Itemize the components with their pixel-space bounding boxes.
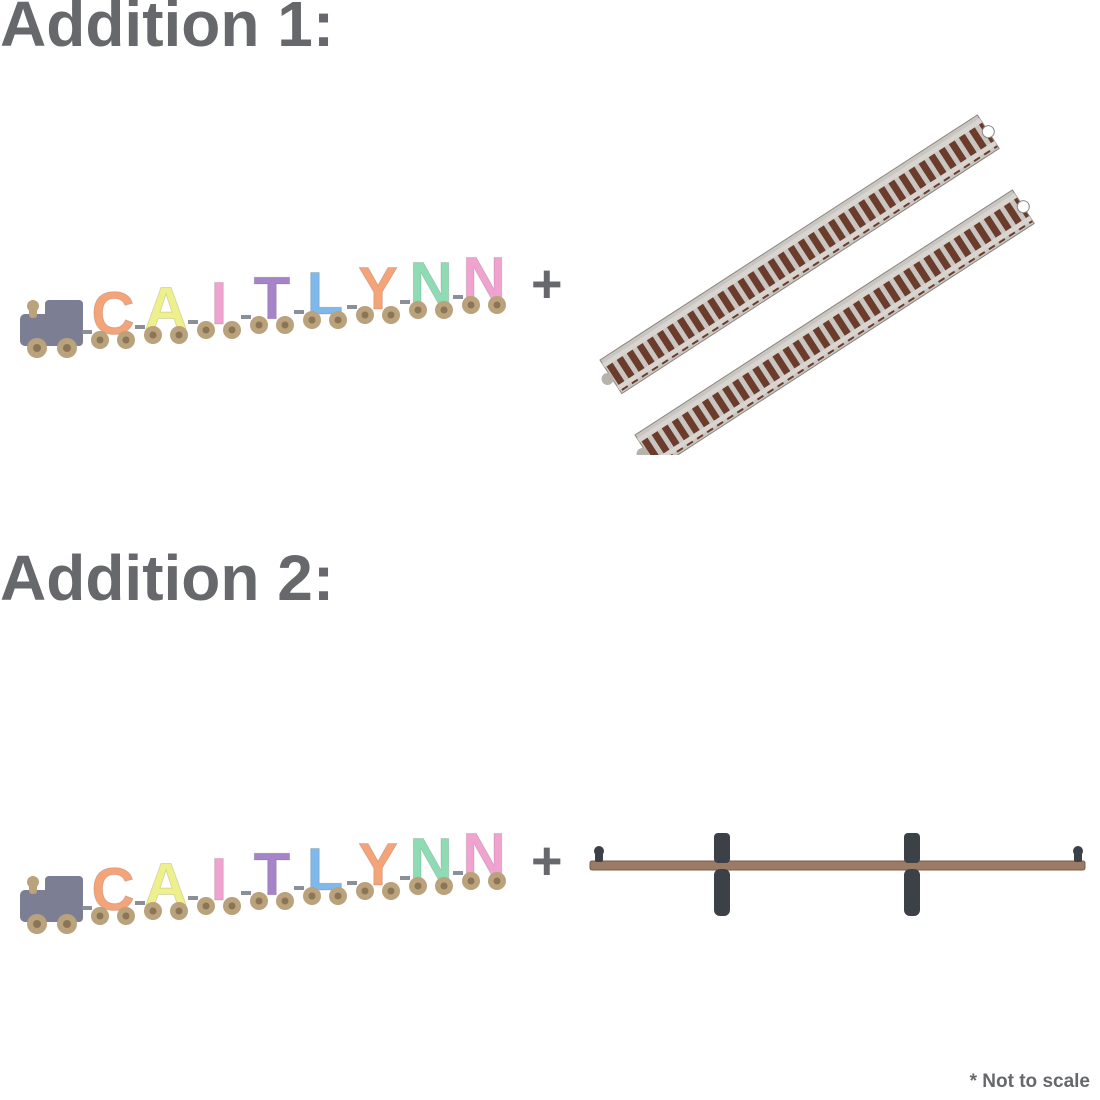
train-letter-car: A — [135, 851, 188, 920]
plus-sign: + — [531, 254, 563, 314]
train-letter-car: C — [82, 280, 135, 349]
train-engine — [20, 300, 83, 358]
train-letter-car: L — [294, 836, 347, 905]
train-letter-car: A — [135, 275, 188, 344]
addition-1-heading: Addition 1: — [0, 0, 335, 60]
plus-sign: + — [531, 831, 563, 891]
train-letter-car: T — [241, 265, 294, 334]
train-engine — [20, 876, 83, 934]
wooden-shelf-with-brackets-image — [589, 833, 1086, 916]
train-letter-car: N — [453, 828, 506, 890]
train-letter-car: N — [400, 828, 453, 895]
train-letter-car: I — [188, 270, 241, 339]
train-letter-car: N — [400, 252, 453, 319]
train-letter-car: N — [453, 252, 506, 314]
train-letter-car: I — [188, 846, 241, 915]
addition-2-heading: Addition 2: — [0, 542, 335, 614]
train-letter-car: T — [241, 841, 294, 910]
train-letter-car: C — [82, 856, 135, 925]
not-to-scale-note: * Not to scale — [969, 1071, 1090, 1092]
train-letter: I — [211, 846, 228, 913]
train-letter-car: Y — [347, 255, 400, 324]
train-letter: I — [211, 270, 228, 337]
train-letter-car: Y — [347, 831, 400, 900]
train-letter-car: L — [294, 260, 347, 329]
straight-track-pieces-image — [599, 114, 1035, 455]
